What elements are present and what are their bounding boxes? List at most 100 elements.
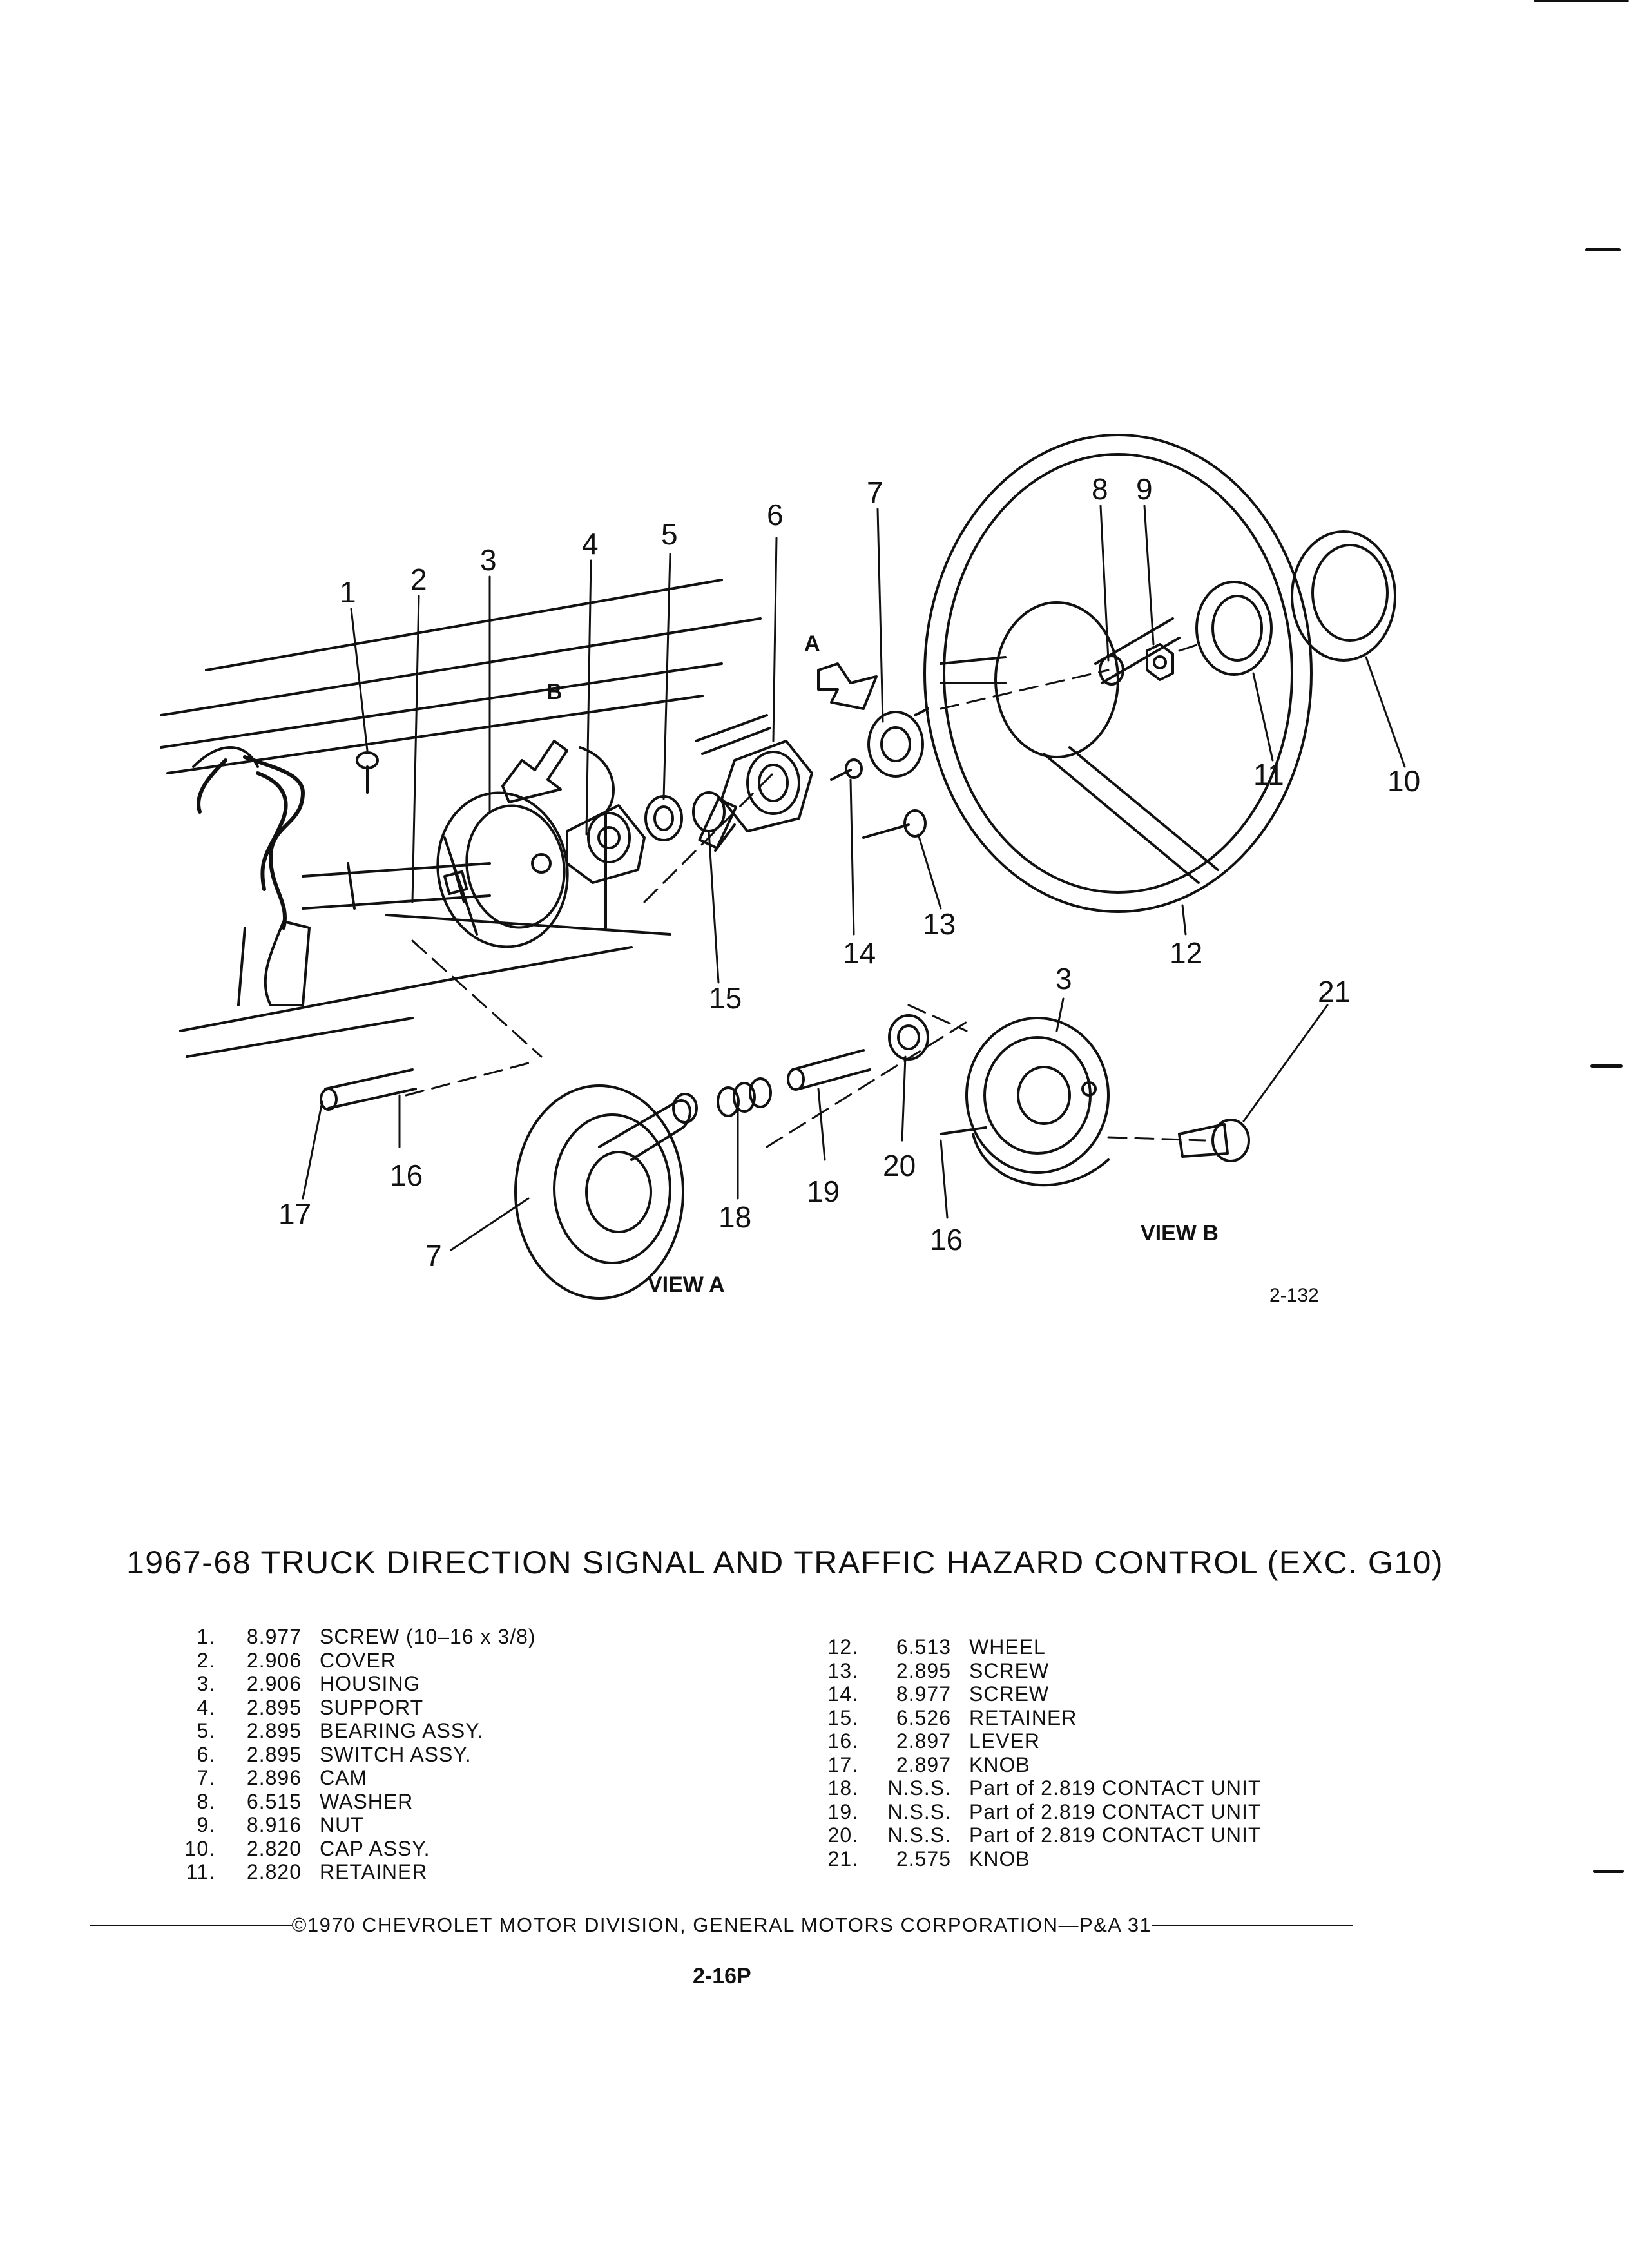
page-title: 1967-68 TRUCK DIRECTION SIGNAL AND TRAFF… — [126, 1544, 1444, 1581]
cam-drawing — [867, 707, 929, 778]
part-group-code: 2.895 — [246, 1695, 302, 1719]
callout-9: 9 — [1136, 472, 1153, 506]
cap-drawing — [1291, 530, 1396, 662]
footer-rule-left — [90, 1925, 292, 1926]
part-description: RETAINER — [969, 1706, 1077, 1729]
leader-lines — [302, 505, 1406, 1251]
part-group-code: 2.897 — [896, 1753, 951, 1776]
part-number: 7. — [197, 1766, 215, 1789]
part-group-code: 2.906 — [246, 1672, 302, 1695]
view-b-arrow — [501, 740, 568, 803]
switch-assembly-drawing — [695, 714, 813, 852]
callout-numbers: 1 2 3 4 5 6 7 8 9 10 11 12 13 14 15 3 21… — [278, 472, 1420, 1306]
part-group-code: 6.513 — [896, 1635, 951, 1658]
part-number: 18. — [827, 1776, 858, 1800]
part-description: BEARING ASSY. — [320, 1719, 484, 1742]
parts-row: 6. 2.895 SWITCH ASSY. — [169, 1743, 536, 1767]
part-description: KNOB — [969, 1847, 1030, 1870]
knob-21-drawing — [1178, 1119, 1250, 1162]
support-drawing — [566, 804, 646, 884]
part-number: 3. — [197, 1672, 215, 1695]
view-b-detail-drawing — [940, 1017, 1110, 1187]
figure-code: 2-132 — [1269, 1285, 1319, 1306]
part-group-code: 2.895 — [246, 1719, 302, 1742]
part-group-code: 8.977 — [246, 1625, 302, 1648]
part-number: 19. — [827, 1800, 858, 1823]
part-description: SUPPORT — [320, 1695, 424, 1719]
part-description: SCREW — [969, 1658, 1050, 1682]
scan-edge-mark — [1593, 1870, 1624, 1873]
callout-16-view-b: 16 — [930, 1223, 963, 1256]
parts-row: 18. N.S.S. Part of 2.819 CONTACT UNIT — [799, 1776, 1261, 1800]
part-description: CAP ASSY. — [320, 1836, 430, 1860]
part-number: 8. — [197, 1789, 215, 1813]
part-description: WHEEL — [969, 1635, 1046, 1658]
part-group-code: N.S.S. — [887, 1823, 951, 1847]
parts-row: 1. 8.977 SCREW (10–16 x 3/8) — [169, 1625, 536, 1649]
housing-drawing — [436, 791, 569, 948]
part-number: 6. — [197, 1742, 215, 1766]
callout-3: 3 — [480, 543, 497, 577]
callout-1: 1 — [340, 575, 356, 609]
arrow-label-a: A — [804, 631, 820, 656]
part-description: SWITCH ASSY. — [320, 1742, 472, 1766]
part-number: 11. — [186, 1860, 215, 1883]
callout-7-view-a: 7 — [425, 1239, 442, 1273]
part-group-code: 2.896 — [246, 1766, 302, 1789]
part-group-code: 2.895 — [896, 1658, 951, 1682]
arrow-label-b: B — [546, 680, 563, 704]
part-number: 1. — [197, 1625, 215, 1648]
assembly-centerline — [405, 643, 1206, 1148]
nut-drawing — [1146, 643, 1174, 681]
copyright-text: ©1970 CHEVROLET MOTOR DIVISION, GENERAL … — [291, 1914, 1152, 1936]
part-number: 2. — [197, 1648, 215, 1672]
part-group-code: N.S.S. — [887, 1776, 951, 1800]
part-description: KNOB — [969, 1753, 1030, 1776]
part-description: SCREW — [969, 1682, 1050, 1706]
view-a-arrow — [817, 662, 878, 710]
part-group-code: 2.897 — [896, 1729, 951, 1753]
part-group-code: N.S.S. — [887, 1800, 951, 1823]
callout-20: 20 — [883, 1149, 916, 1182]
callout-18: 18 — [718, 1200, 751, 1234]
retainer-11-drawing — [1195, 581, 1273, 676]
bearing-drawing — [644, 795, 683, 841]
callout-16-view-a: 16 — [390, 1158, 423, 1192]
screw-14-drawing — [830, 758, 863, 781]
screw-1-drawing — [356, 751, 379, 794]
part-group-code: 2.895 — [246, 1742, 302, 1766]
callout-3-view-b: 3 — [1055, 962, 1072, 995]
part-group-code: 8.977 — [896, 1682, 951, 1706]
washer-drawing — [1099, 655, 1124, 686]
part-group-code: 2.575 — [896, 1847, 951, 1870]
screw-13-drawing — [862, 809, 927, 839]
part-description: Part of 2.819 CONTACT UNIT — [969, 1776, 1262, 1800]
view-a-label: VIEW A — [648, 1273, 725, 1297]
part-group-code: 2.820 — [246, 1836, 302, 1860]
steering-column-drawing — [237, 856, 491, 1006]
part-number: 14. — [827, 1682, 858, 1706]
scan-edge-mark — [1585, 248, 1621, 251]
part-group-code: 8.916 — [246, 1813, 302, 1836]
callout-4: 4 — [582, 527, 599, 561]
page-number: 2-16P — [693, 1964, 751, 1988]
part-description: NUT — [320, 1813, 364, 1836]
callout-13: 13 — [923, 907, 956, 941]
part-number: 12. — [827, 1635, 858, 1658]
contact-unit-drawing — [717, 1014, 929, 1117]
parts-row: 14. 8.977 SCREW — [799, 1682, 1261, 1706]
part-number: 17. — [827, 1753, 858, 1776]
part-number: 20. — [827, 1823, 858, 1847]
part-number: 16. — [827, 1729, 858, 1753]
part-description: SCREW (10–16 x 3/8) — [320, 1625, 536, 1648]
part-description: RETAINER — [320, 1860, 428, 1883]
